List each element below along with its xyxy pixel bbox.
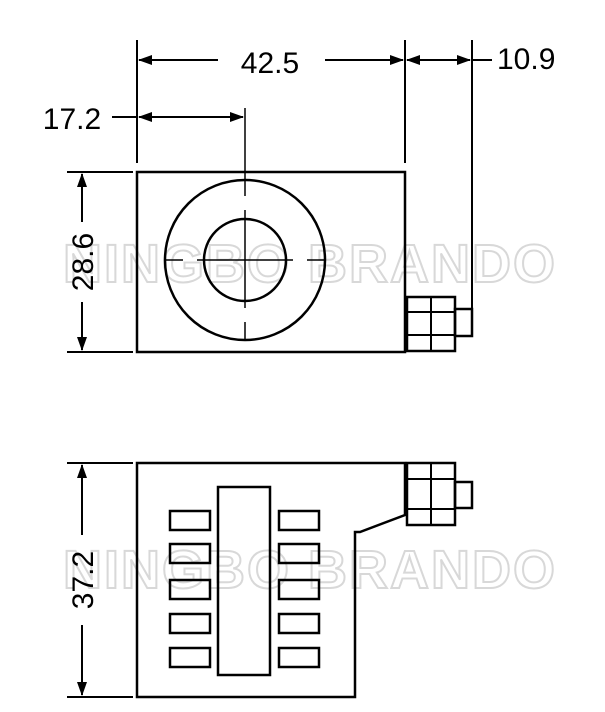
dimension-label-height-top-view: 28.6 bbox=[67, 233, 100, 291]
vent-slots-right bbox=[277, 509, 321, 669]
top-view-body bbox=[135, 170, 407, 354]
connector-nut-front bbox=[405, 461, 474, 527]
dimension-connector-offset: 10.9 bbox=[406, 40, 555, 310]
dimension-label-height-front-view: 37.2 bbox=[67, 551, 100, 609]
dimension-label-hole-center-offset: 17.2 bbox=[43, 103, 101, 136]
dimension-label-width-total: 42.5 bbox=[241, 47, 299, 80]
dimension-hole-center-offset: 17.2 bbox=[43, 103, 244, 136]
dimension-height-top-view: 28.6 bbox=[67, 171, 133, 353]
watermark-bottom: NINGBO BRANDO bbox=[63, 540, 557, 600]
vent-slots-left bbox=[168, 509, 212, 669]
dimension-height-front-view: 37.2 bbox=[67, 462, 133, 698]
center-crosshair bbox=[165, 108, 325, 340]
dimension-label-connector-offset: 10.9 bbox=[497, 43, 555, 76]
center-blade bbox=[216, 485, 272, 677]
front-view bbox=[135, 461, 474, 699]
connector-nut-top bbox=[405, 295, 474, 353]
top-view bbox=[135, 108, 474, 354]
front-view-body bbox=[135, 461, 407, 699]
dimension-width-total: 42.5 bbox=[136, 40, 406, 163]
